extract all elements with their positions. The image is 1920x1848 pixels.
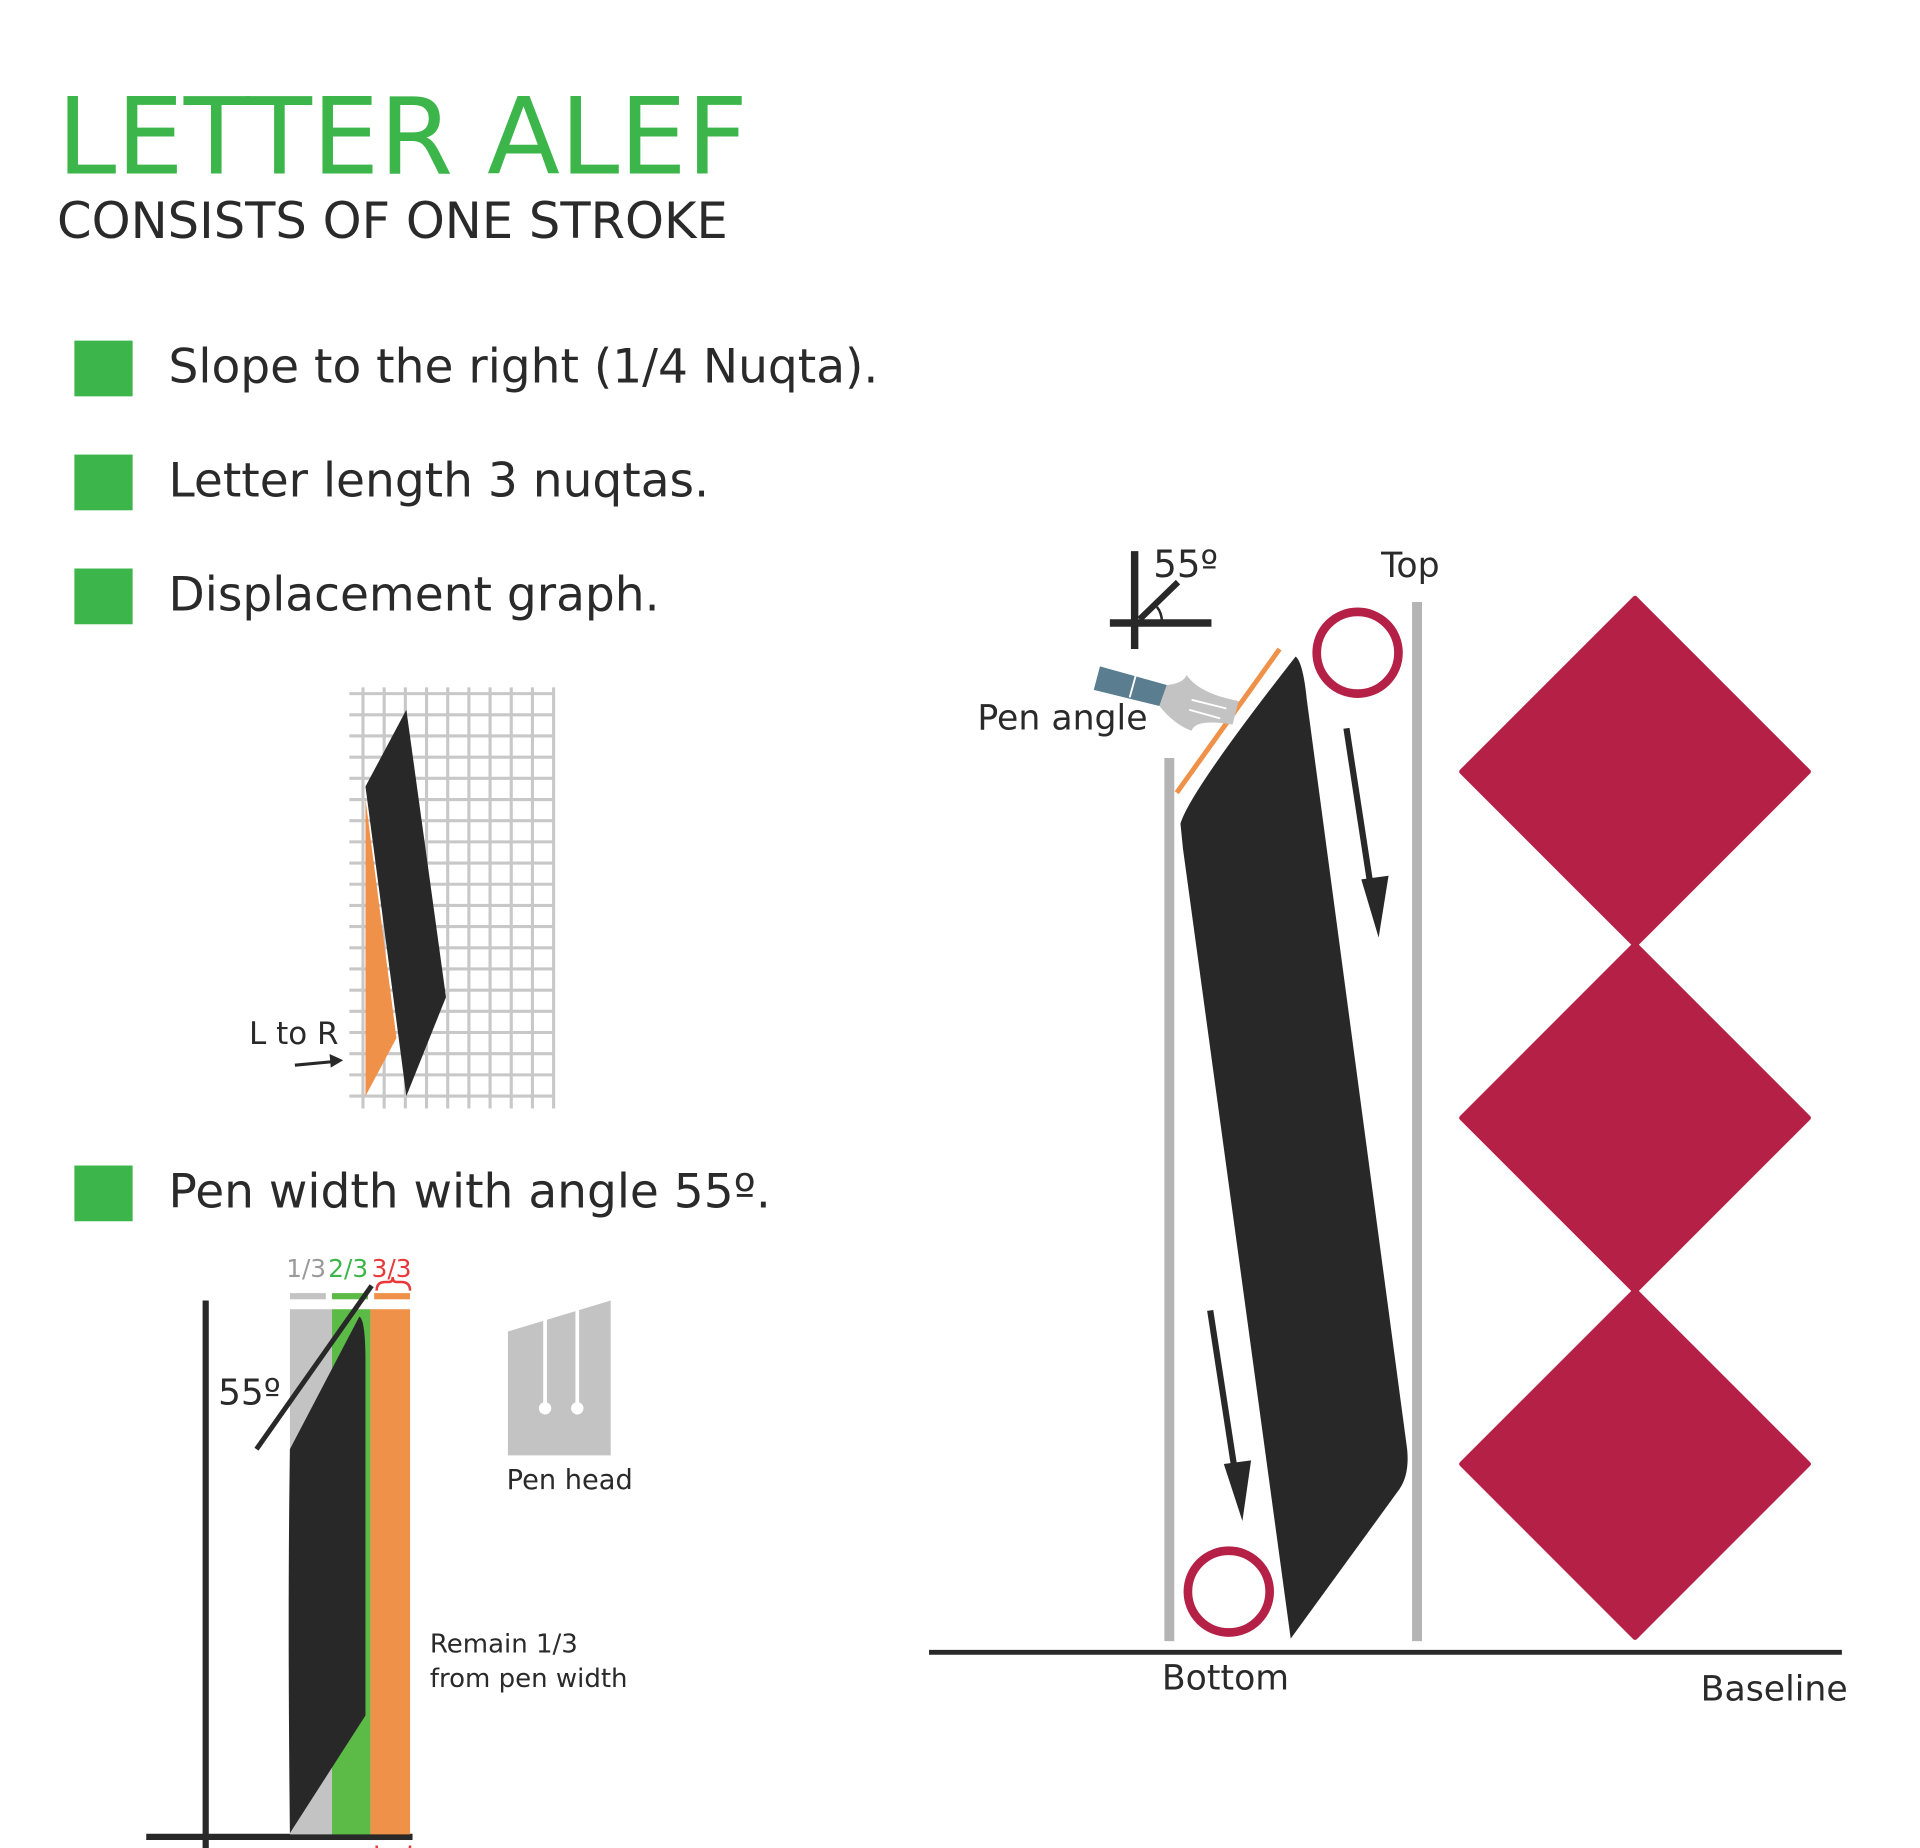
pen-icon: [1093, 666, 1239, 731]
angle-symbol-icon: [1109, 551, 1212, 650]
pen-head-label: Pen head: [507, 1465, 633, 1496]
nuqta-diamond: [1459, 941, 1811, 1294]
bullet-text: Displacement graph.: [169, 568, 660, 623]
orange-shadow-stroke: [365, 798, 397, 1097]
bullet-square-icon: [74, 340, 133, 397]
alef-stroke: [1180, 656, 1408, 1639]
fraction-1-3: 1/3: [286, 1254, 326, 1283]
remain-label-line1: Remain 1/3: [430, 1629, 578, 1659]
bullet-4: Pen width with angle 55º.: [74, 1165, 771, 1222]
page-title: LETTER ALEF: [57, 75, 748, 199]
arrowhead-icon: [329, 1054, 344, 1068]
main-diagram: Top Bottom Baseline 55º: [929, 543, 1848, 1710]
direction-label: L to R: [249, 1016, 339, 1052]
pen-width-diagram: 1/3 2/3 3/3 55º Pen head Remain 1/3 from…: [146, 1254, 633, 1848]
third-1-marker: [289, 1293, 326, 1300]
bullet-square-icon: [74, 568, 133, 625]
pen-angle-label: Pen angle: [977, 699, 1147, 739]
nuqta-diamond: [1459, 595, 1811, 948]
bullet-square-icon: [74, 454, 133, 511]
bottom-label: Bottom: [1162, 1658, 1289, 1698]
bullet-square-icon: [74, 1165, 133, 1222]
top-guide: [1412, 601, 1422, 1642]
page-subtitle: CONSISTS OF ONE STROKE: [57, 192, 728, 250]
angle-line: [254, 1284, 374, 1451]
nuqta-diamond: [1459, 1288, 1811, 1640]
direction-arrow-icon: [1207, 1309, 1252, 1522]
alef-stroke: [365, 709, 446, 1097]
fraction-2-3: 2/3: [328, 1254, 368, 1283]
third-2-marker: [332, 1293, 368, 1300]
remain-label-line2: from pen width: [430, 1664, 628, 1694]
alef-stroke: [288, 1316, 366, 1834]
grid: [349, 687, 556, 1109]
top-brace-icon: [375, 1276, 412, 1291]
third-3-marker: [374, 1293, 411, 1300]
bullet-1: Slope to the right (1/4 Nuqta).: [74, 340, 878, 397]
nuqta-diamonds: [1459, 595, 1811, 1640]
bullet-text: Pen width with angle 55º.: [169, 1165, 771, 1220]
bullet-text: Letter length 3 nuqtas.: [169, 454, 710, 509]
bottom-guide: [1164, 758, 1175, 1642]
direction-arrow-icon: [1343, 727, 1389, 938]
third-3-column: [370, 1309, 411, 1835]
displacement-graph: L to R: [249, 687, 556, 1109]
pen-head-icon: [507, 1300, 611, 1456]
start-circle: [1312, 607, 1403, 698]
bullet-3: Displacement graph.: [74, 568, 660, 625]
direction-arrow-icon: [294, 1059, 335, 1067]
angle-label: 55º: [1153, 543, 1218, 586]
baseline-label: Baseline: [1701, 1670, 1848, 1710]
end-circle: [1183, 1546, 1274, 1637]
top-label: Top: [1380, 546, 1440, 586]
angle-label: 55º: [218, 1373, 281, 1414]
bullet-2: Letter length 3 nuqtas.: [74, 454, 709, 511]
bullet-text: Slope to the right (1/4 Nuqta).: [169, 340, 879, 395]
